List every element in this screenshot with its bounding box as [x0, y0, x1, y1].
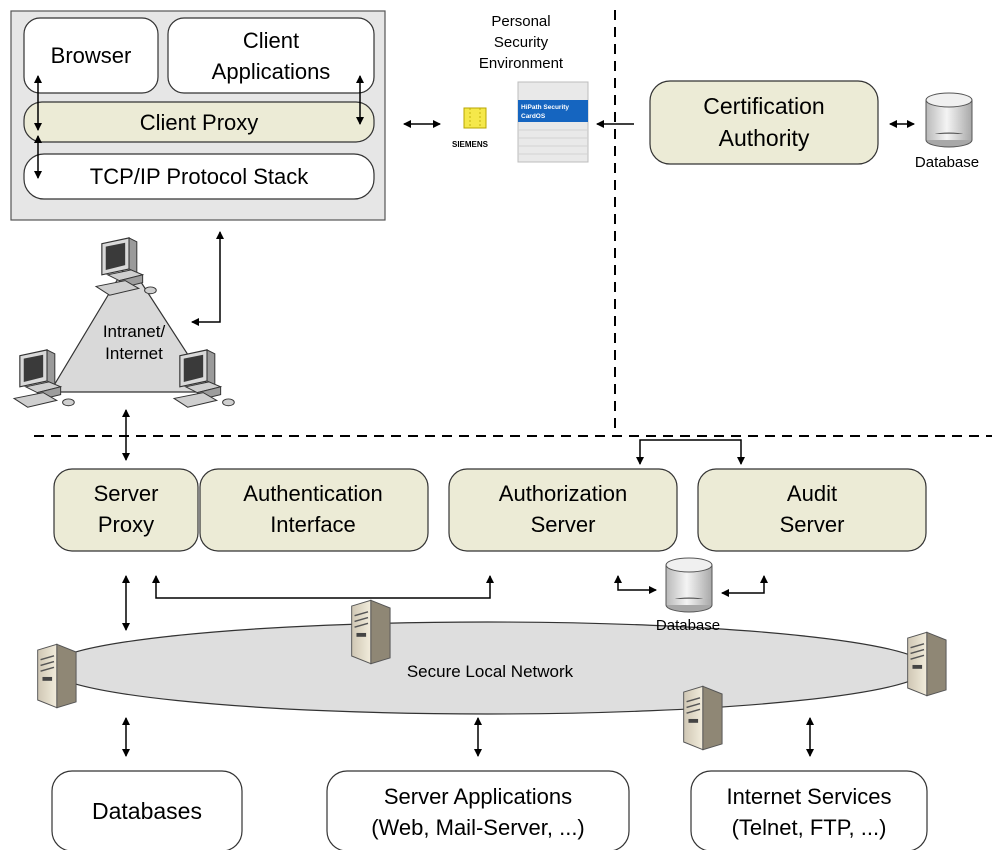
authorization-server-label-line2: Server: [531, 512, 596, 537]
client-proxy-box: Client Proxy: [23, 101, 375, 143]
server-applications-label-line1: Server Applications: [384, 784, 572, 809]
security-token-card: HiPath Security CardOS: [517, 81, 589, 163]
server-database-icon: [665, 557, 713, 613]
server-tower-icon: [350, 599, 391, 665]
secure-network-label: Secure Local Network: [407, 662, 574, 681]
server-tower-icon: [906, 631, 947, 697]
ca-label-line2: Authority: [719, 125, 810, 151]
server-proxy-label-line2: Proxy: [98, 512, 154, 537]
authorization-server-box: Authorization Server: [448, 468, 678, 552]
server-tower-icon: [682, 685, 723, 751]
computer-top-icon: [95, 237, 157, 296]
ca-database-label: Database: [915, 154, 979, 171]
databases-label: Databases: [92, 798, 202, 824]
connector-proxy-authorization: [152, 575, 494, 599]
pse-caption-line3: Environment: [479, 55, 564, 72]
arrow-authz-database: [614, 575, 657, 594]
audit-server-label-line1: Audit: [787, 481, 837, 506]
server-applications-label-line2: (Web, Mail-Server, ...): [371, 815, 585, 840]
card-vendor-label: SIEMENS: [452, 140, 489, 149]
tcpip-stack-label: TCP/IP Protocol Stack: [90, 164, 309, 189]
browser-box: Browser: [23, 17, 159, 94]
client-proxy-label: Client Proxy: [140, 110, 259, 135]
certification-authority-box: Certification Authority: [649, 80, 879, 165]
client-applications-label-line1: Client: [243, 28, 299, 53]
client-applications-label-line2: Applications: [212, 59, 331, 84]
ca-database-icon: [925, 92, 973, 148]
pse-caption-line1: Personal: [491, 13, 550, 30]
server-tower-icon: [36, 643, 77, 709]
internet-services-box: Internet Services (Telnet, FTP, ...): [690, 770, 928, 850]
authentication-interface-box: Authentication Interface: [199, 468, 429, 552]
audit-server-label-line2: Server: [780, 512, 845, 537]
browser-label: Browser: [51, 43, 132, 68]
intranet-triangle: [48, 260, 214, 393]
server-proxy-box: Server Proxy: [53, 468, 199, 552]
token-label-line1: HiPath Security: [521, 104, 569, 111]
connector-authorization-audit: [636, 439, 745, 465]
smartcard-chip-icon: [463, 107, 487, 129]
internet-services-label-line1: Internet Services: [726, 784, 891, 809]
server-proxy-label-line1: Server: [94, 481, 159, 506]
databases-box: Databases: [51, 770, 243, 850]
authorization-server-label-line1: Authorization: [499, 481, 627, 506]
arrow-audit-database: [721, 575, 768, 597]
server-database-label: Database: [656, 617, 720, 634]
authentication-interface-label-line1: Authentication: [243, 481, 382, 506]
intranet-label-line1: Intranet/: [103, 322, 166, 341]
internet-services-label-line2: (Telnet, FTP, ...): [732, 815, 887, 840]
client-applications-box: Client Applications: [167, 17, 375, 94]
authentication-interface-label-line2: Interface: [270, 512, 356, 537]
token-label-line2: CardOS: [521, 113, 546, 120]
tcpip-stack-box: TCP/IP Protocol Stack: [23, 153, 375, 200]
arrow-intranet-client: [191, 231, 224, 326]
pse-caption-line2: Security: [494, 34, 549, 51]
intranet-label-line2: Internet: [105, 344, 163, 363]
computer-right-icon: [173, 349, 235, 408]
server-applications-box: Server Applications (Web, Mail-Server, .…: [326, 770, 630, 850]
ca-label-line1: Certification: [703, 93, 824, 119]
audit-server-box: Audit Server: [697, 468, 927, 552]
